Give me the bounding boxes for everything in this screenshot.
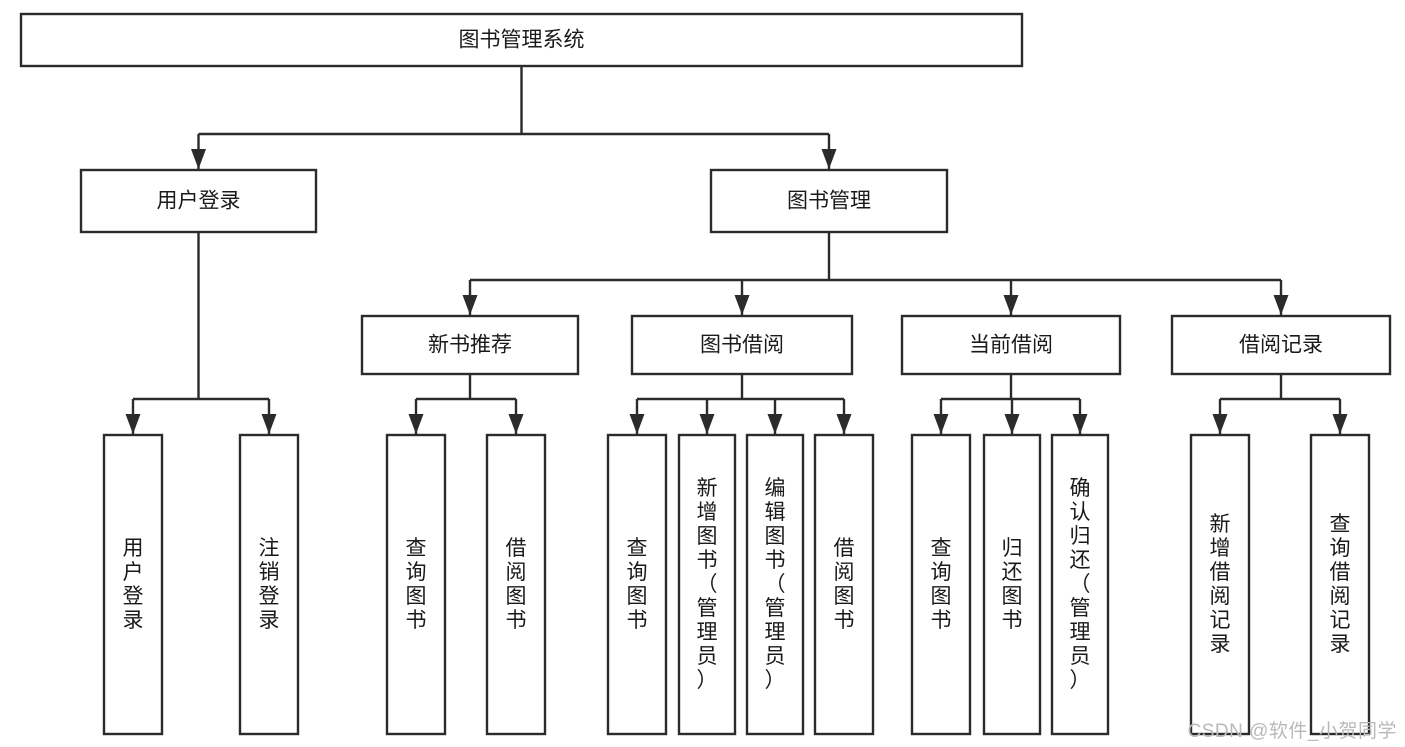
node-box[interactable] <box>630 314 854 376</box>
node-leaf-borrow-book-bb[interactable]: 借阅图书 <box>813 433 875 736</box>
node-leaf-confirm-return-admin[interactable]: 确认归还（管理员） <box>1050 433 1110 736</box>
node-label: 借阅记录 <box>1239 334 1323 357</box>
node-label: 查询借阅记录 <box>1330 513 1351 656</box>
arrow-head <box>734 295 750 315</box>
node-label: 查询图书 <box>931 537 952 632</box>
arrow-head <box>408 414 424 434</box>
node-leaf-user-logout[interactable]: 注销登录 <box>238 433 300 736</box>
node-root-图书管理系统[interactable]: 图书管理系统 <box>19 12 1024 68</box>
node-box[interactable] <box>485 433 547 736</box>
node-current-borrow[interactable]: 当前借阅 <box>900 314 1122 376</box>
arrow-head <box>1273 295 1289 315</box>
edges-layer <box>125 66 1348 434</box>
node-box[interactable] <box>238 433 300 736</box>
node-leaf-add-book-admin[interactable]: 新增图书（管理员） <box>677 433 737 736</box>
node-leaf-query-book-rec[interactable]: 查询图书 <box>385 433 447 736</box>
arrow-head <box>1332 414 1348 434</box>
arrow-head <box>699 414 715 434</box>
arrow-head <box>508 414 524 434</box>
node-label: 确认归还（管理员） <box>1070 477 1091 692</box>
arrow-head <box>125 414 141 434</box>
node-box[interactable] <box>360 314 580 376</box>
node-box[interactable] <box>19 12 1024 68</box>
arrow-head <box>1003 295 1019 315</box>
arrow-head <box>767 414 783 434</box>
node-label: 查询图书 <box>627 537 648 632</box>
node-leaf-query-book-cb[interactable]: 查询图书 <box>910 433 972 736</box>
node-box[interactable] <box>102 433 164 736</box>
node-label: 图书管理 <box>787 190 871 213</box>
node-new-book-rec[interactable]: 新书推荐 <box>360 314 580 376</box>
node-box[interactable] <box>1170 314 1392 376</box>
node-label: 当前借阅 <box>969 334 1053 357</box>
node-leaf-return-book[interactable]: 归还图书 <box>982 433 1042 736</box>
node-leaf-query-book-bb[interactable]: 查询图书 <box>606 433 668 736</box>
node-label: 编辑图书（管理员） <box>765 477 786 692</box>
node-box[interactable] <box>900 314 1122 376</box>
node-leaf-borrow-book-rec[interactable]: 借阅图书 <box>485 433 547 736</box>
node-book-borrow[interactable]: 图书借阅 <box>630 314 854 376</box>
arrow-head <box>933 414 949 434</box>
node-box[interactable] <box>745 433 805 736</box>
node-label: 用户登录 <box>123 537 144 632</box>
node-box[interactable] <box>1050 433 1110 736</box>
arrow-head <box>629 414 645 434</box>
arrow-head <box>261 414 277 434</box>
node-label: 新增图书（管理员） <box>697 477 718 692</box>
node-user-login[interactable]: 用户登录 <box>79 168 318 234</box>
node-box[interactable] <box>677 433 737 736</box>
arrow-head <box>1212 414 1228 434</box>
node-label: 新增借阅记录 <box>1210 513 1231 656</box>
node-box[interactable] <box>1309 433 1371 736</box>
arrow-head <box>191 149 206 169</box>
node-book-manage[interactable]: 图书管理 <box>709 168 949 234</box>
node-leaf-user-login[interactable]: 用户登录 <box>102 433 164 736</box>
node-label: 图书借阅 <box>700 334 784 357</box>
node-label: 新书推荐 <box>428 334 512 357</box>
arrow-head <box>821 149 837 169</box>
node-box[interactable] <box>385 433 447 736</box>
arrow-head <box>1072 414 1088 434</box>
node-label: 借阅图书 <box>834 537 855 632</box>
arrow-head <box>462 295 478 315</box>
node-box[interactable] <box>910 433 972 736</box>
node-label: 图书管理系统 <box>459 29 585 52</box>
arrow-head <box>1004 414 1020 434</box>
node-box[interactable] <box>79 168 318 234</box>
node-label: 用户登录 <box>157 190 241 213</box>
node-label: 归还图书 <box>1002 537 1023 632</box>
node-leaf-edit-book-admin[interactable]: 编辑图书（管理员） <box>745 433 805 736</box>
node-box[interactable] <box>709 168 949 234</box>
node-box[interactable] <box>982 433 1042 736</box>
node-label: 查询图书 <box>406 537 427 632</box>
arrow-head <box>836 414 852 434</box>
node-label: 注销登录 <box>259 537 280 632</box>
node-label: 借阅图书 <box>506 537 527 632</box>
node-leaf-query-borrow-record[interactable]: 查询借阅记录 <box>1309 433 1371 736</box>
node-box[interactable] <box>1189 433 1251 736</box>
node-borrow-record[interactable]: 借阅记录 <box>1170 314 1392 376</box>
node-box[interactable] <box>813 433 875 736</box>
node-leaf-add-borrow-record[interactable]: 新增借阅记录 <box>1189 433 1251 736</box>
nodes-layer: 图书管理系统用户登录图书管理新书推荐图书借阅当前借阅借阅记录用户登录注销登录查询… <box>19 12 1392 736</box>
node-box[interactable] <box>606 433 668 736</box>
